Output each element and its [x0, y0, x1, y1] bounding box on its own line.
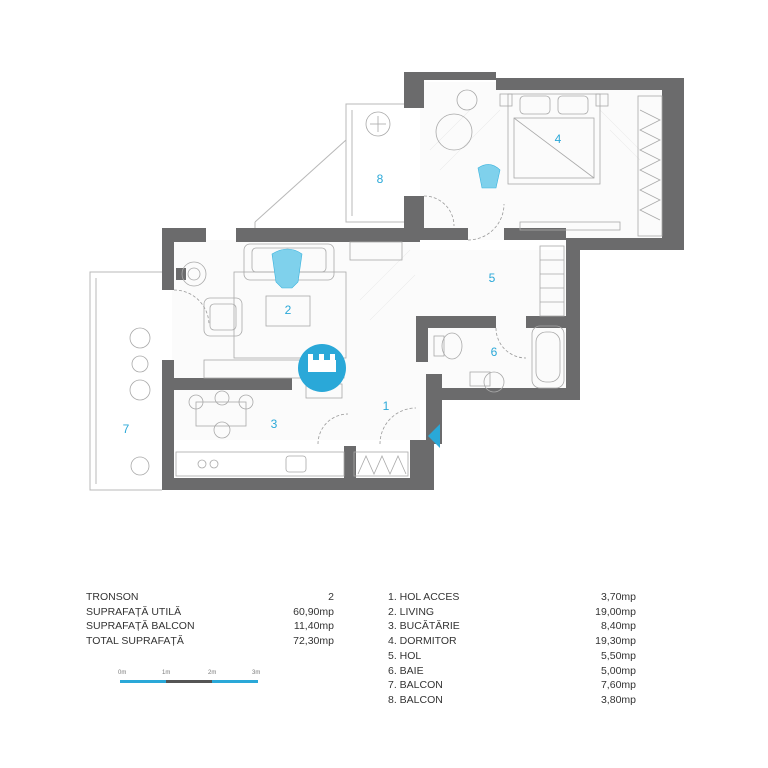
room-number-1: 1 — [383, 399, 390, 413]
door-swings — [173, 195, 527, 445]
balcony-furniture — [129, 327, 151, 476]
summary-row: SUPRAFAȚĂ BALCON 11,40mp — [86, 619, 334, 634]
room-area: 19,30mp — [595, 635, 636, 648]
walls — [162, 72, 684, 490]
room-number-7: 7 — [123, 422, 130, 436]
summary-value: 11,40mp — [293, 620, 334, 633]
summary-row: TRONSON 2 — [86, 590, 334, 605]
room-label: 8. BALCON — [388, 693, 443, 706]
kitchen-furniture — [175, 390, 409, 477]
room-area: 8,40mp — [600, 620, 636, 633]
bedroom-furniture — [365, 89, 663, 237]
scale-segment — [212, 680, 258, 683]
summary-value: 60,90mp — [293, 605, 334, 618]
room-number-5: 5 — [489, 271, 496, 285]
room-row: 2. LIVING 19,00mp — [388, 605, 636, 620]
bath-furniture — [433, 245, 565, 393]
scale-segment — [120, 680, 166, 683]
summary-label: TOTAL SUPRAFAȚĂ — [86, 635, 184, 648]
scale-segment — [166, 680, 212, 683]
room-label: 1. HOL ACCES — [388, 591, 460, 603]
summary-label: TRONSON — [86, 591, 139, 603]
room-label: 7. BALCON — [388, 679, 443, 692]
room-number-3: 3 — [271, 417, 278, 431]
room-label: 4. DORMITOR — [388, 635, 457, 648]
room-number-2: 2 — [285, 303, 292, 317]
room-area: 19,00mp — [595, 605, 636, 618]
room-area: 5,00mp — [600, 664, 636, 677]
room-label: 2. LIVING — [388, 605, 435, 618]
room-row: 1. HOL ACCES 3,70mp — [388, 590, 636, 605]
room-row: 7. BALCON 7,60mp — [388, 678, 636, 693]
room-number-4: 4 — [555, 132, 562, 146]
room-number-8: 8 — [377, 172, 384, 186]
room-row: 3. BUCĂTĂRIE 8,40mp — [388, 619, 636, 634]
summary-row: SUPRAFAȚĂ UTILĂ 60,90mp — [86, 605, 334, 620]
room-row: 6. BAIE 5,00mp — [388, 664, 636, 679]
room-row: 8. BALCON 3,80mp — [388, 693, 636, 708]
room-area: 5,50mp — [600, 649, 636, 662]
summary-row: TOTAL SUPRAFAȚĂ 72,30mp — [86, 634, 334, 649]
summary-label: SUPRAFAȚĂ UTILĂ — [86, 605, 182, 618]
entrance-arrow-icon — [428, 424, 440, 448]
balcony-outlines — [89, 103, 405, 491]
summary-label: SUPRAFAȚĂ BALCON — [86, 620, 195, 633]
summary-value: 72,30mp — [293, 635, 334, 648]
room-label: 5. HOL — [388, 649, 422, 662]
room-area: 3,80mp — [600, 693, 636, 706]
scale-label: 3m — [252, 670, 261, 676]
room-number-6: 6 — [491, 345, 498, 359]
room-label: 3. BUCĂTĂRIE — [388, 620, 460, 633]
scale-label: 0m — [118, 670, 127, 676]
room-area: 7,60mp — [600, 679, 636, 692]
scale-label: 1m — [162, 670, 171, 676]
summary-value: 2 — [328, 591, 334, 603]
scale-bar: 0m 1m 2m 3m — [118, 670, 268, 690]
rooms-table: 1. HOL ACCES 3,70mp 2. LIVING 19,00mp 3.… — [388, 590, 636, 708]
room-row: 4. DORMITOR 19,30mp — [388, 634, 636, 649]
logo-watermark — [298, 344, 346, 392]
scale-label: 2m — [208, 670, 217, 676]
person-figures — [271, 164, 501, 289]
room-row: 5. HOL 5,50mp — [388, 649, 636, 664]
room-label: 6. BAIE — [388, 664, 424, 677]
room-area: 3,70mp — [600, 591, 636, 603]
summary-table: TRONSON 2 SUPRAFAȚĂ UTILĂ 60,90mp SUPRAF… — [86, 590, 334, 649]
